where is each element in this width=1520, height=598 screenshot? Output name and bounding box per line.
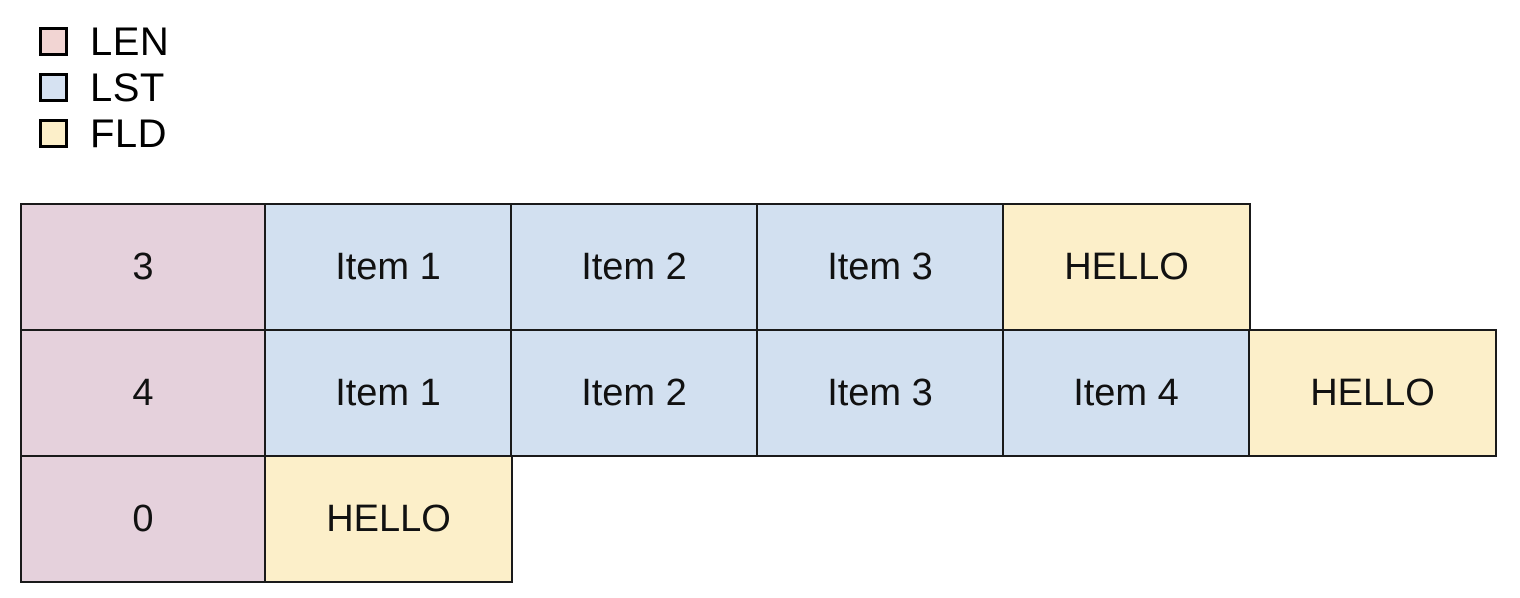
legend-label-lst: LST — [90, 65, 165, 110]
table-cell-lst: Item 3 — [756, 329, 1004, 457]
table-cell-lst: Item 3 — [756, 203, 1004, 331]
table-cell-lst: Item 1 — [264, 329, 512, 457]
table-cell-len: 3 — [20, 203, 266, 331]
legend-label-len: LEN — [90, 19, 170, 64]
legend-label-fld: FLD — [90, 111, 168, 156]
table-cell-fld: HELLO — [1002, 203, 1251, 331]
table-cell-lst: Item 2 — [510, 203, 758, 331]
legend-item-len: LEN — [39, 22, 339, 62]
table-cell-lst: Item 4 — [1002, 329, 1250, 457]
table-cell-len: 4 — [20, 329, 266, 457]
table-cell-lst: Item 2 — [510, 329, 758, 457]
legend-item-lst: LST — [39, 68, 339, 108]
table-cell-lst: Item 1 — [264, 203, 512, 331]
legend-swatch-lst — [39, 73, 68, 102]
table-cell-fld: HELLO — [264, 455, 513, 583]
table-cell-fld: HELLO — [1248, 329, 1497, 457]
legend-item-fld: FLD — [39, 114, 339, 154]
legend-swatch-fld — [39, 119, 68, 148]
legend-swatch-len — [39, 27, 68, 56]
table-cell-len: 0 — [20, 455, 266, 583]
